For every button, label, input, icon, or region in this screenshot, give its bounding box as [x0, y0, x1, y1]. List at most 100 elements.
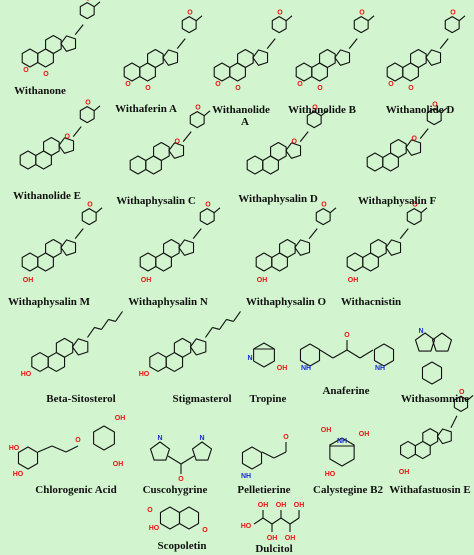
methyl-bond [204, 110, 211, 117]
label-withafastuosin-e: Withafastuosin E [389, 484, 471, 496]
nh-label: NH [337, 438, 347, 445]
bridge-oxygen-label: O [291, 139, 297, 146]
structure-withaphysalin-n: OOH [139, 202, 221, 284]
side-chain-bond [182, 131, 192, 142]
alkyl-chain-bond [226, 318, 234, 322]
ring-a [19, 150, 37, 170]
ring-a [386, 62, 404, 82]
bridge-oxygen-label: O [411, 136, 417, 143]
ring-d [58, 137, 75, 154]
ring-c [43, 136, 60, 157]
ring-oxygen-label: O [450, 10, 456, 17]
structure-withaphysalin-o: OOH [255, 202, 337, 284]
piperidine-ring [299, 343, 321, 367]
hydroxyl-label: OH [359, 431, 370, 438]
hydroxyl-label: HO [149, 525, 160, 532]
side-chain-bond [450, 415, 458, 429]
hydroxyl-label: HO [9, 445, 20, 452]
hydroxyl-label: OH [113, 461, 124, 468]
alkyl-chain-bond [212, 326, 220, 330]
ring-c [163, 238, 180, 259]
ring-a [129, 155, 147, 175]
ring-d [71, 338, 89, 356]
structure-pelletierine: ONH [241, 434, 289, 480]
ring-oxygen-label: O [195, 105, 201, 112]
ring-a [246, 155, 264, 175]
tropane-ring [253, 342, 275, 368]
lactone-ring [353, 16, 369, 34]
side-chain-bond [74, 228, 84, 239]
ring-a [213, 62, 231, 82]
label-tropine: Tropine [249, 393, 287, 405]
ring-d [252, 49, 269, 66]
hydroxyl-label: OH [267, 535, 278, 542]
pyrone-ring [178, 506, 200, 530]
label-cuscohygrine: Cuscohygrine [142, 484, 208, 496]
label-calystegine-b2: Calystegine B2 [313, 484, 383, 496]
ring-d [162, 49, 179, 66]
methyl-bond [441, 107, 448, 114]
hydroxyl-label: OH [294, 502, 305, 509]
ring-a [139, 252, 157, 272]
label-withanolide-a-suffix: A [241, 116, 249, 128]
ring-oxygen-label: O [432, 102, 438, 109]
label-withanolide-e: Withanolide E [13, 190, 81, 202]
hydroxyl-label: OH [258, 502, 269, 509]
ring-d [60, 239, 77, 256]
pyrrolidine-ring [149, 441, 171, 461]
label-dulcitol: Dulcitol [255, 543, 293, 555]
ring-oxygen-label: O [312, 105, 318, 112]
side-chain-bond [439, 38, 449, 49]
chain-bond [167, 455, 182, 465]
chain-bond [261, 451, 275, 459]
label-anaferine: Anaferine [322, 385, 370, 397]
ring-a [21, 252, 39, 272]
ring-c [45, 34, 62, 55]
lactone-ring [81, 208, 97, 226]
nitrogen-label: N [199, 435, 204, 442]
hydroxyl-label: OH [348, 277, 359, 284]
side-chain-bond [308, 228, 318, 239]
ring-c [55, 337, 74, 358]
benzene-ring [159, 506, 181, 530]
pyrrolidine-ring [191, 441, 213, 461]
alkyl-chain-bond [87, 327, 95, 338]
side-chain-bond [399, 228, 409, 239]
epoxide-oxygen-label: O [43, 71, 49, 78]
hydroxyl-label: OH [399, 469, 410, 476]
methyl-bond [94, 105, 101, 112]
label-withanone: Withanone [14, 85, 66, 97]
ring-oxygen-label: O [412, 202, 418, 209]
lactone-ring [79, 106, 95, 124]
alkyl-chain-bond [233, 311, 241, 322]
hydroxyl-label: HO [325, 471, 336, 478]
structure-withanone: OOO [21, 0, 101, 78]
lactone-ring [181, 16, 197, 34]
methyl-bond [196, 15, 203, 22]
label-withaphysalin-c: Withaphysalin C [116, 195, 196, 207]
chain-bond [319, 349, 334, 359]
ring-d [168, 142, 185, 159]
ring-c [270, 141, 287, 162]
label-withaphysalin-f: Withaphysalin F [357, 195, 437, 207]
structure-withaferin-a: OOO [123, 10, 203, 92]
epoxide-oxygen-label: O [317, 85, 323, 92]
alkyl-chain-bond [205, 327, 213, 338]
chain-bond [180, 455, 195, 465]
label-withaphysalin-o: Withaphysalin O [245, 296, 327, 308]
piperidine-ring [373, 343, 395, 367]
ring-a [295, 62, 313, 82]
ring-oxygen-label: O [459, 389, 465, 396]
catechol-ring [17, 446, 39, 470]
lactone-ring [189, 111, 205, 129]
side-chain-bond [266, 38, 276, 49]
hydroxyl-label: OH [23, 277, 34, 284]
structure-beta-sitosterol: HO [21, 311, 123, 378]
methyl-bond [459, 15, 466, 22]
methyl-bond [286, 15, 293, 22]
label-chlorogenic-acid: Chlorogenic Acid [35, 484, 117, 496]
hydroxyl-label: HO [139, 371, 150, 378]
